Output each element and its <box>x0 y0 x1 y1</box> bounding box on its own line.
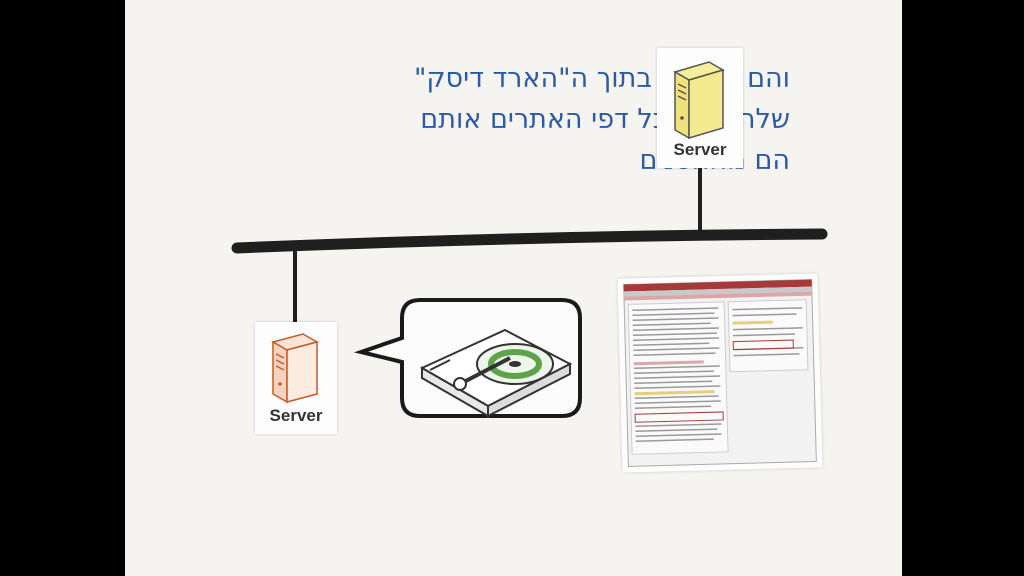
whiteboard-scene: והם מכילים בתוך ה"הארד דיסק" שלהם את כל … <box>125 0 902 576</box>
server-icon <box>673 61 725 140</box>
hard-disk-icon <box>419 328 573 418</box>
server-label-top: Server <box>673 140 727 159</box>
webpage-card <box>617 273 823 473</box>
server-card-top: Server <box>657 48 743 168</box>
server-label-bottom: Server <box>269 406 323 425</box>
server-icon <box>271 333 319 404</box>
network-bus-line <box>231 228 828 254</box>
webpage-screenshot-image <box>623 279 817 467</box>
server-card-bottom: Server <box>255 322 337 434</box>
